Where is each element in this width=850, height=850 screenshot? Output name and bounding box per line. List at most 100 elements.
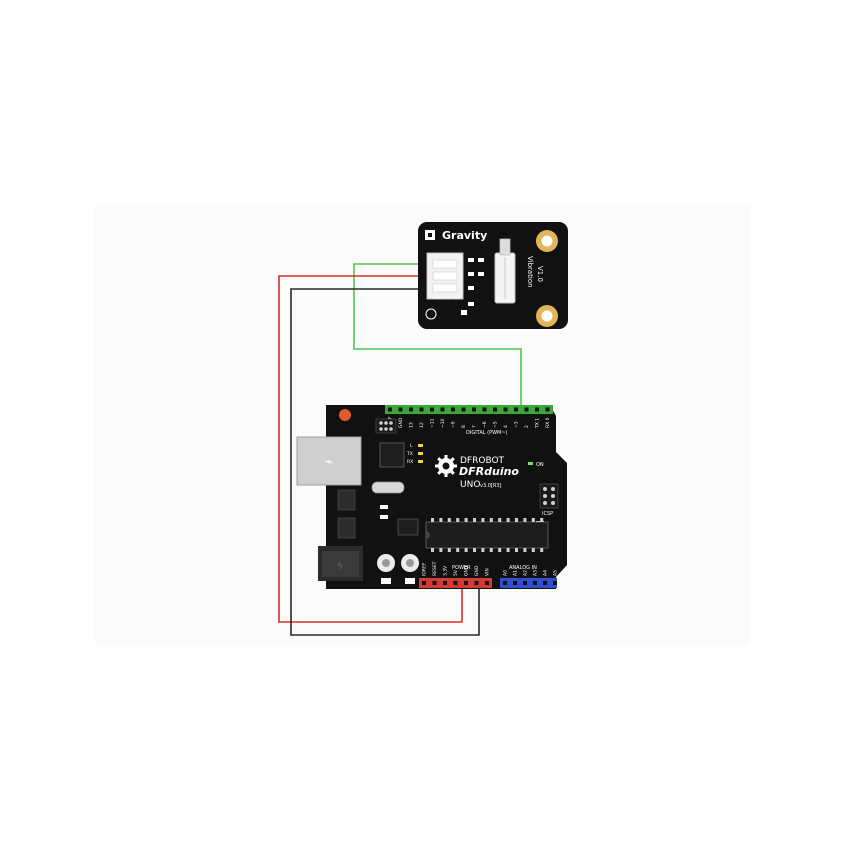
vibration-sensor-module: Gravity GND VCC SIG Vibration V1.0 bbox=[418, 222, 568, 329]
digital-pin-hole bbox=[430, 407, 434, 412]
red-vcc-wire bbox=[278, 275, 463, 623]
digital-pin-label: 7 bbox=[472, 425, 478, 428]
chip-pin bbox=[531, 548, 535, 552]
power-pin-hole bbox=[474, 581, 479, 585]
chip-pin bbox=[515, 518, 518, 522]
chip-pin bbox=[506, 548, 510, 552]
analog-pin-hole bbox=[503, 581, 507, 585]
power-pin-label: VIN bbox=[485, 568, 491, 576]
small-ic bbox=[397, 518, 419, 536]
chip-pin bbox=[523, 548, 527, 552]
chip-pin bbox=[540, 518, 544, 522]
reset-button bbox=[339, 409, 351, 421]
power-pin-label: 5V bbox=[453, 569, 459, 576]
dfrobot-gear-logo-icon bbox=[435, 455, 457, 477]
module-brand: Gravity bbox=[442, 229, 487, 242]
led-label-rx: RX bbox=[407, 459, 413, 465]
digital-pin-hole bbox=[461, 407, 466, 412]
module-version: V1.0 bbox=[536, 266, 544, 282]
module-pcb bbox=[418, 222, 568, 329]
chip-pin bbox=[447, 548, 451, 552]
board-variant-version: v3.0[R3] bbox=[480, 483, 502, 489]
digital-pin-hole bbox=[493, 407, 497, 412]
chip-pin bbox=[523, 518, 527, 522]
chip-pin bbox=[531, 518, 535, 522]
chip-pin bbox=[489, 548, 493, 552]
power-pin-hole bbox=[432, 581, 437, 585]
analog-header bbox=[500, 578, 557, 588]
board-brand: DFROBOT bbox=[460, 456, 505, 466]
led-label-tx: TX bbox=[406, 451, 413, 457]
power-pin-hole bbox=[422, 581, 426, 585]
analog-pin-label: A1 bbox=[513, 570, 519, 576]
analog-pin-label: A5 bbox=[553, 570, 559, 576]
analog-pin-label: A3 bbox=[533, 570, 539, 576]
digital-pin-hole bbox=[409, 407, 413, 412]
analog-pin-hole bbox=[553, 581, 557, 585]
chip-pin bbox=[489, 518, 493, 522]
power-pin-label: RESET bbox=[432, 561, 438, 576]
module-product-name: Vibration bbox=[526, 256, 534, 288]
chip-pin bbox=[498, 548, 502, 552]
analog-pin-hole bbox=[543, 581, 547, 585]
chip-pin bbox=[447, 518, 451, 522]
power-pin-hole bbox=[453, 581, 458, 585]
digital-pin-label: ~6 bbox=[482, 421, 488, 428]
analog-pin-label: A0 bbox=[503, 570, 509, 576]
chip-pin bbox=[464, 518, 468, 522]
power-pin-label: GND bbox=[464, 565, 470, 576]
led-tx bbox=[418, 452, 423, 455]
digital-pin-hole bbox=[545, 407, 550, 412]
analog-pin-hole bbox=[533, 581, 537, 585]
digital-pin-label: ~5 bbox=[493, 421, 499, 428]
power-pin-label: IOREF bbox=[422, 562, 428, 576]
led-l bbox=[418, 444, 423, 447]
analog-pin-hole bbox=[513, 581, 517, 585]
digital-pin-hole bbox=[440, 407, 445, 412]
digital-pin-hole bbox=[503, 407, 508, 412]
digital-pin-label: RX 0 bbox=[545, 417, 551, 428]
chip-pin bbox=[498, 518, 502, 522]
icsp-label: ICSP bbox=[542, 511, 553, 517]
chip-pin bbox=[464, 548, 468, 552]
analog-pin-hole bbox=[523, 581, 527, 585]
led-label-l: L bbox=[410, 443, 413, 449]
module-pin-label-gnd: GND bbox=[433, 295, 442, 300]
chip-pin bbox=[439, 548, 443, 552]
digital-pin-label: ~11 bbox=[430, 418, 436, 428]
power-pin-label: GND bbox=[474, 565, 480, 576]
digital-pin-label: 8 bbox=[461, 425, 467, 428]
chip-pin bbox=[515, 548, 518, 552]
board-model: DFRduino bbox=[459, 465, 519, 478]
digital-pin-hole bbox=[482, 407, 487, 412]
chip-pin bbox=[481, 518, 485, 522]
module-pin-label-vcc: VCC bbox=[443, 295, 451, 300]
chip-pin bbox=[540, 548, 544, 552]
green-signal-wire bbox=[353, 263, 522, 409]
black-gnd-wire bbox=[290, 288, 480, 636]
digital-pin-label: 13 bbox=[409, 422, 415, 428]
digital-pin-hole bbox=[451, 407, 455, 412]
digital-pin-hole bbox=[419, 407, 424, 412]
digital-pin-label: ~9 bbox=[451, 421, 457, 428]
digital-header bbox=[385, 405, 553, 414]
analog-header-label: ANALOG IN bbox=[509, 565, 537, 571]
digital-pin-hole bbox=[398, 407, 403, 412]
chip-pin bbox=[473, 518, 476, 522]
digital-header-label: DIGITAL (PWM~) bbox=[466, 430, 508, 436]
chip-pin bbox=[431, 548, 434, 552]
chip-pin bbox=[431, 518, 434, 522]
digital-pin-label: ~10 bbox=[440, 418, 446, 428]
digital-pin-label: 12 bbox=[419, 422, 425, 428]
on-label: ON bbox=[536, 462, 544, 468]
power-jack-icon: ϟ bbox=[337, 561, 344, 572]
power-header-label: POWER bbox=[452, 565, 471, 571]
usb-icon: ⌁ bbox=[325, 454, 333, 470]
power-pin-label: 3.3V bbox=[443, 565, 449, 576]
digital-pin-hole bbox=[472, 407, 476, 412]
chip-pin bbox=[456, 518, 460, 522]
